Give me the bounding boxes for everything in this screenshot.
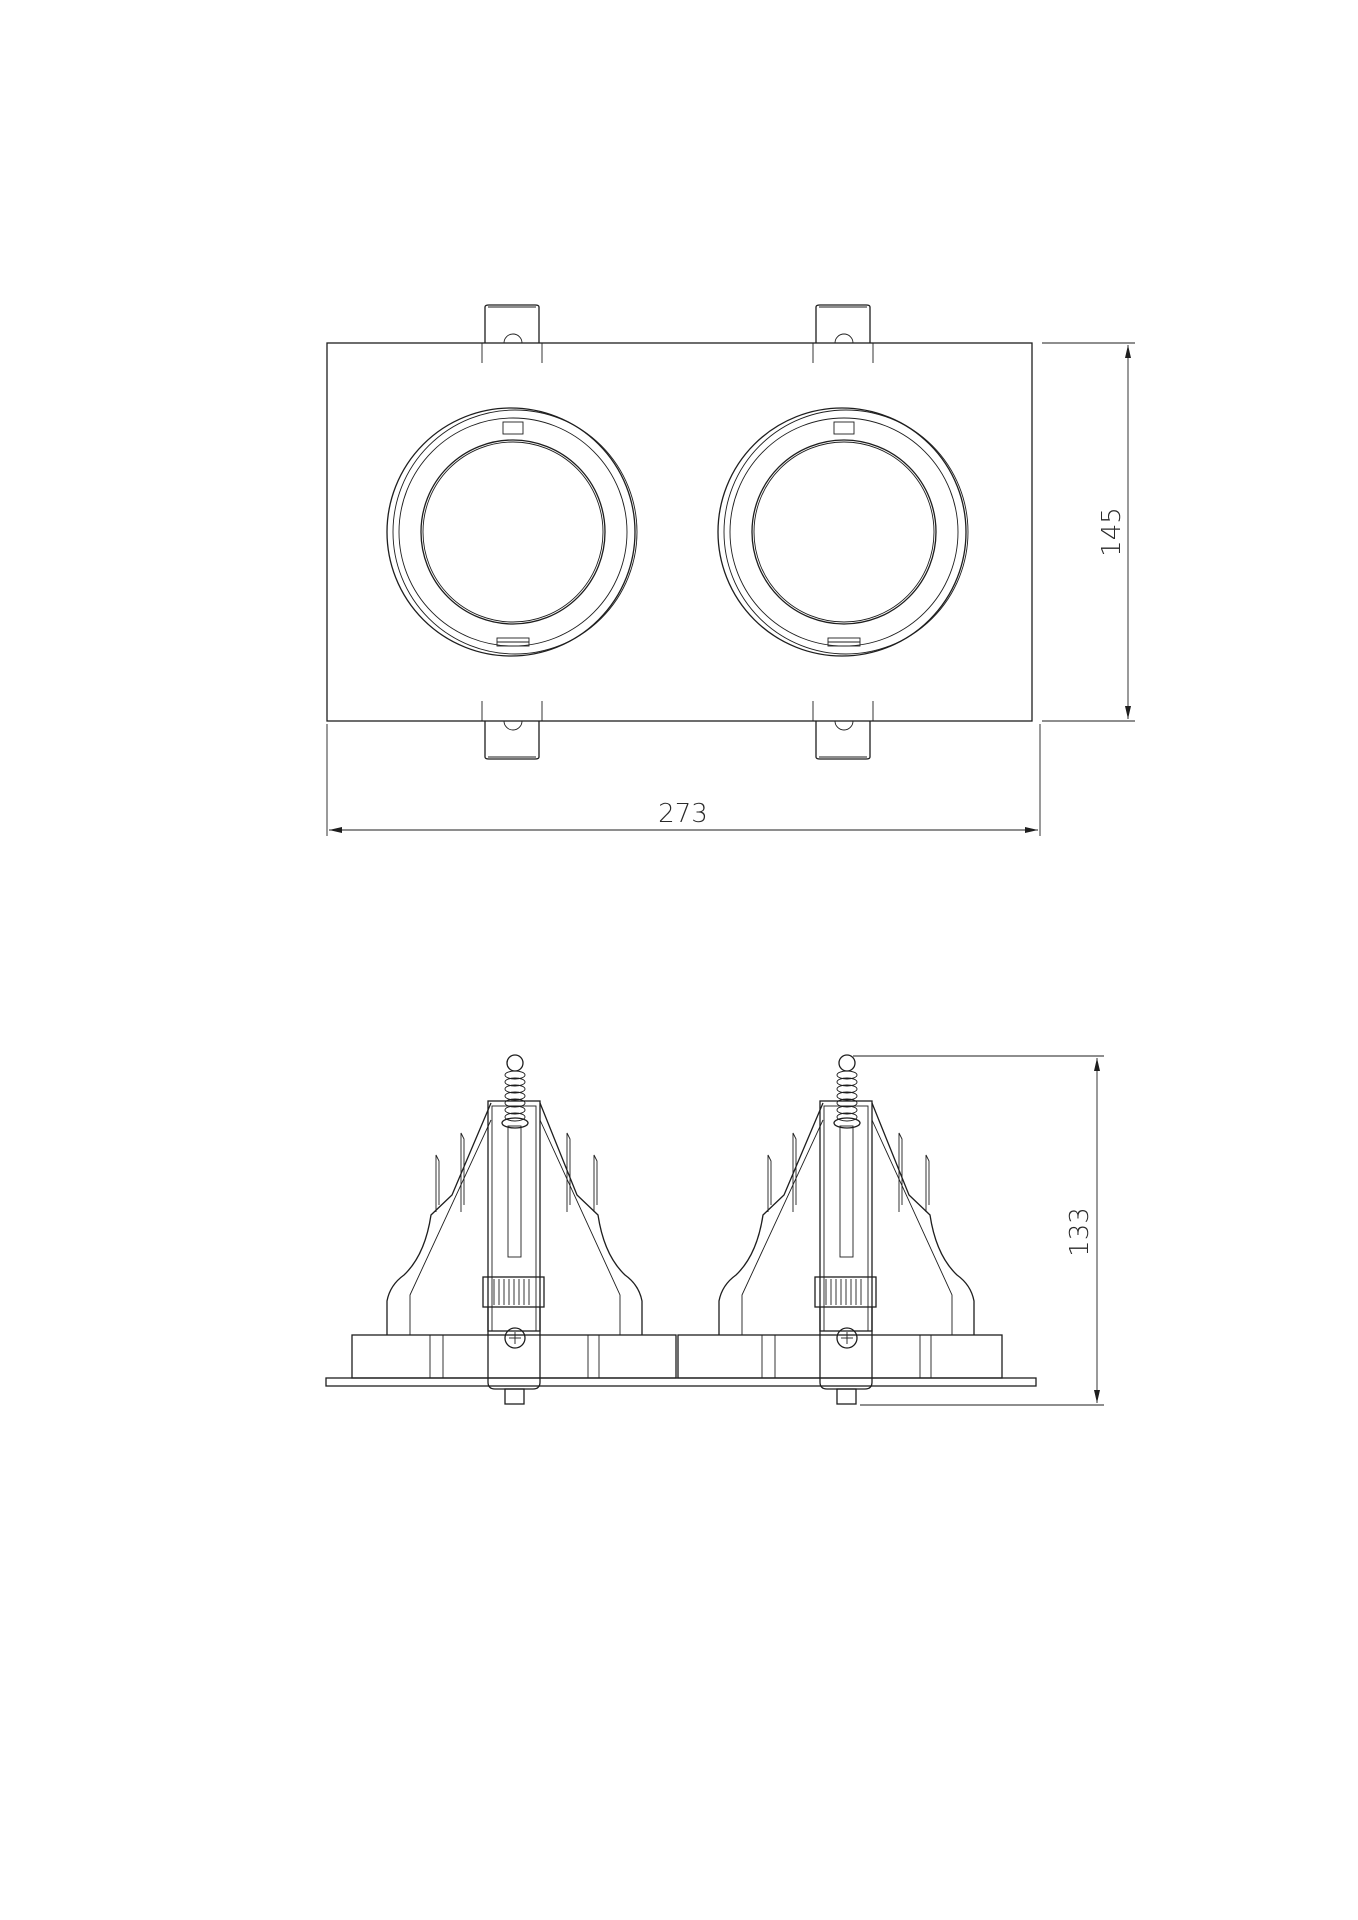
flange-outline (325, 1377, 1037, 1387)
spring-clip (481, 701, 543, 760)
compression-spring-coil (836, 1105, 858, 1115)
height-label: 145 (1097, 507, 1127, 557)
compression-spring-coil (504, 1077, 526, 1087)
lamp-unit-side (677, 1054, 1003, 1405)
bracket-slot (839, 1125, 854, 1258)
width-dimension: 273 (326, 724, 1041, 836)
heatsink-fin (792, 1132, 797, 1212)
height-dimension: 145 (1042, 342, 1135, 722)
clip-outline (815, 721, 871, 760)
adjust-screw (836, 1327, 858, 1349)
heatsink-fin (460, 1132, 465, 1212)
clip-hole (503, 720, 523, 731)
torsion-spring-box (482, 1276, 545, 1308)
compression-spring-coil (504, 1112, 526, 1122)
compression-spring-coil (836, 1091, 858, 1101)
adjust-screw (504, 1327, 526, 1349)
lamp-unit-side (351, 1054, 677, 1405)
clip-outline (484, 304, 540, 343)
heatsink-fin (435, 1154, 440, 1212)
compression-spring-coil (504, 1098, 526, 1108)
cup-base (677, 1334, 1003, 1379)
compression-spring-coil (836, 1077, 858, 1087)
compression-spring-coil (504, 1105, 526, 1115)
width-label: 273 (658, 799, 708, 829)
spring-clip (812, 701, 874, 760)
lens-outer (751, 439, 937, 625)
heatsink-fin (566, 1132, 571, 1212)
spring-washer (501, 1117, 529, 1129)
heatsink-fin (767, 1154, 772, 1212)
heatsink-inner-right (871, 1119, 953, 1335)
lens-outer (420, 439, 606, 625)
compression-spring-coil (836, 1098, 858, 1108)
spring-clip (481, 304, 543, 363)
outer-bezel-ring (717, 407, 967, 657)
spring-clip (812, 304, 874, 363)
lens-inner (753, 441, 935, 623)
clip-outline (484, 721, 540, 760)
clip-hole (834, 720, 854, 731)
lamp-unit-top (717, 304, 969, 760)
bracket-slot (507, 1125, 522, 1258)
lens-inner (422, 441, 604, 623)
clip-hole (834, 333, 854, 344)
overall-height-label: 133 (1065, 1207, 1095, 1257)
top-notch (502, 421, 524, 435)
heatsink-right (871, 1102, 975, 1335)
heatsink-inner-right (539, 1119, 621, 1335)
spring-cap (506, 1054, 524, 1072)
side-view: 133 (325, 1054, 1104, 1406)
pin (836, 1388, 857, 1405)
compression-spring-coil (504, 1084, 526, 1094)
top-notch (833, 421, 855, 435)
top-view: 273 145 (326, 304, 1135, 836)
compression-spring-coil (504, 1070, 526, 1080)
bezel-offset-ring (723, 409, 969, 655)
spring-washer (833, 1117, 861, 1129)
compression-spring-coil (836, 1084, 858, 1094)
heatsink-inner-left (409, 1119, 492, 1335)
heatsink-inner-left (741, 1119, 824, 1335)
compression-spring-coil (836, 1070, 858, 1080)
bezel-offset-ring (392, 409, 638, 655)
cup-base (351, 1334, 677, 1379)
clip-hole (503, 333, 523, 344)
heatsink-fin (898, 1132, 903, 1212)
overall-height-dimension: 133 (853, 1055, 1104, 1406)
compression-spring-coil (504, 1091, 526, 1101)
heatsink-left (386, 1102, 492, 1335)
heatsink-right (539, 1102, 643, 1335)
heatsink-fin (593, 1154, 598, 1212)
heatsink-fin (925, 1154, 930, 1212)
spring-cap (838, 1054, 856, 1072)
compression-spring-coil (836, 1112, 858, 1122)
torsion-spring-box (814, 1276, 877, 1308)
inner-bezel-ring (398, 417, 628, 647)
inner-bezel-ring (729, 417, 959, 647)
pin (504, 1388, 525, 1405)
outer-bezel-ring (386, 407, 636, 657)
clip-outline (815, 304, 871, 343)
heatsink-left (718, 1102, 824, 1335)
lamp-unit-top (386, 304, 638, 760)
trim-plate-outline (326, 342, 1033, 722)
